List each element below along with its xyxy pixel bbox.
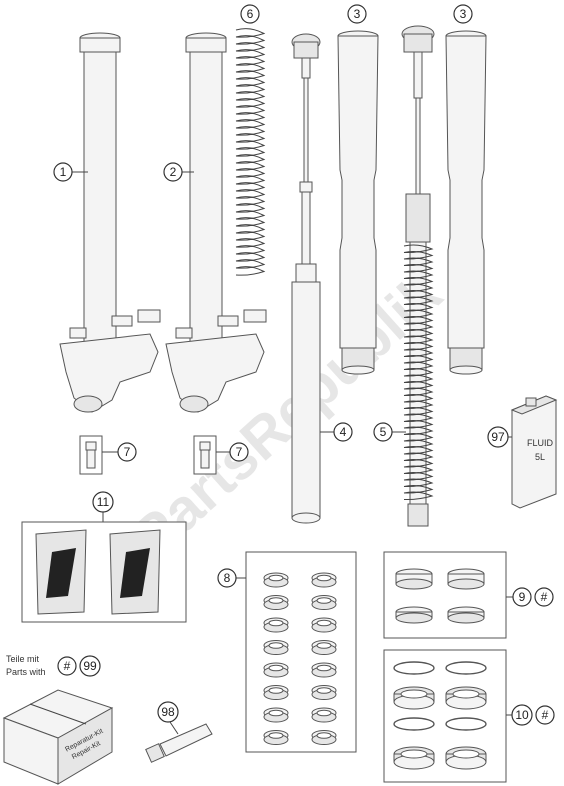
spring-coils: [235, 28, 266, 276]
svg-text:8: 8: [224, 571, 231, 585]
parts-with-note-de: Teile mit: [6, 654, 40, 664]
callout-7-right: 7: [229, 442, 249, 462]
callout-10: 10: [511, 704, 533, 726]
seal-ring-hole: [316, 597, 332, 604]
fork-protector-right[interactable]: [445, 30, 487, 375]
bushing-bottom: [447, 578, 485, 590]
cartridge-spring-coils: [403, 244, 434, 501]
seal-hole: [400, 689, 428, 699]
callout-98: 98: [157, 701, 179, 723]
seal-hole: [452, 689, 480, 699]
outer-tube-left[interactable]: [59, 32, 161, 413]
svg-text:6: 6: [247, 7, 254, 21]
svg-text:#: #: [64, 659, 71, 673]
seal-ring-hole: [268, 642, 284, 649]
parts-with-note-en: Parts with: [6, 667, 46, 677]
seal-ring-hole: [316, 642, 332, 649]
seal-ring-hole: [316, 687, 332, 694]
callout-99: 99: [79, 655, 101, 677]
damper-cartridge-left[interactable]: [291, 33, 321, 524]
callout-1: 1: [53, 162, 73, 182]
callout-9-hash: #: [534, 587, 554, 607]
seal-ring-hole: [316, 709, 332, 717]
svg-text:3: 3: [354, 7, 361, 21]
seal-ring-hole: [268, 687, 284, 694]
callout-99-hash: #: [57, 656, 77, 676]
callout-4: 4: [333, 422, 353, 442]
seal-hole: [452, 749, 480, 759]
svg-text:#: #: [541, 590, 548, 604]
svg-text:99: 99: [83, 659, 97, 673]
svg-text:3: 3: [460, 7, 467, 21]
seal-ring-hole: [268, 709, 284, 717]
outer-tube-right[interactable]: [165, 32, 267, 413]
fork-spring[interactable]: [235, 28, 266, 276]
svg-text:9: 9: [519, 590, 526, 604]
callout-6: 6: [240, 4, 260, 24]
callout-3-right: 3: [453, 4, 473, 24]
bushing-seal-kit[interactable]: [245, 551, 357, 753]
retaining-ring: [393, 661, 435, 675]
retaining-ring: [393, 717, 435, 731]
callout-8: 8: [217, 568, 237, 588]
slide-bushing-kit[interactable]: [383, 551, 507, 639]
bushing-bottom: [395, 578, 433, 590]
seal-hole: [400, 749, 428, 759]
seal-ring-hole: [316, 732, 332, 739]
svg-text:11: 11: [97, 495, 110, 509]
axle-clamp-screw-right[interactable]: [193, 435, 217, 475]
callout-10-hash: #: [535, 705, 555, 725]
svg-text:10: 10: [515, 708, 529, 722]
svg-text:#: #: [542, 708, 549, 722]
bushing-bottom: [447, 612, 485, 624]
svg-text:98: 98: [161, 705, 175, 719]
damper-cartridge-right[interactable]: [401, 25, 435, 527]
retaining-ring: [445, 717, 487, 731]
svg-text:2: 2: [170, 165, 177, 179]
svg-text:7: 7: [236, 445, 243, 459]
callout-3-left: 3: [347, 4, 367, 24]
fluid-can-label-1: FLUID: [527, 438, 554, 448]
callout-2: 2: [163, 162, 183, 182]
seal-ring-hole: [268, 619, 284, 627]
svg-text:4: 4: [340, 425, 347, 439]
bushing-bottom: [395, 612, 433, 624]
svg-text:97: 97: [491, 430, 505, 444]
seal-ring-hole: [268, 732, 284, 739]
fork-seal-kit[interactable]: [383, 649, 507, 783]
svg-text:7: 7: [124, 445, 131, 459]
callout-5: 5: [373, 422, 393, 442]
fluid-can-label-2: 5L: [535, 452, 545, 462]
callout-11: 11: [92, 491, 114, 513]
seal-ring-hole: [316, 664, 332, 672]
repair-kit-box[interactable]: Reparatur-Kit Repair-Kit: [2, 689, 114, 785]
callout-7-left: 7: [117, 442, 137, 462]
callout-97: 97: [487, 426, 509, 448]
callout-9: 9: [512, 587, 532, 607]
axle-clamp-screw-left[interactable]: [79, 435, 103, 475]
sticker-set[interactable]: [21, 521, 187, 623]
seal-ring-hole: [268, 597, 284, 604]
grease-tube[interactable]: [145, 723, 213, 763]
seal-ring-hole: [316, 619, 332, 627]
retaining-ring: [445, 661, 487, 675]
seal-ring-hole: [268, 664, 284, 672]
fork-fluid-can[interactable]: FLUID 5L: [510, 395, 558, 509]
damper-cartridge-spring[interactable]: [403, 244, 434, 501]
seal-ring-hole: [316, 574, 332, 582]
fork-protector-left[interactable]: [337, 30, 379, 375]
seal-ring-hole: [268, 574, 284, 582]
svg-text:5: 5: [380, 425, 387, 439]
svg-text:1: 1: [60, 165, 67, 179]
